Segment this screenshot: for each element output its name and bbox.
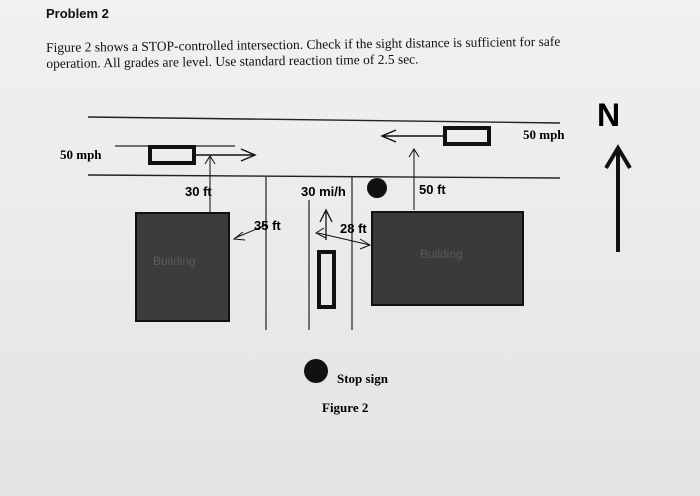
major-road-south-edge [87,174,561,179]
minor-road-vehicle-arrowhead [319,208,333,223]
left-sight-tick [204,155,216,165]
speed-label-east: 50 mph [523,127,565,142]
north-arrowhead-icon [604,144,632,170]
building-left [135,212,230,322]
offset-right-arrowhead-left [314,227,327,239]
right-sight-tick [408,148,420,158]
offset-right-arrowhead [359,238,372,250]
stop-sign-icon [367,178,387,198]
building-right [371,211,524,306]
legend-stop-sign-icon [304,359,328,383]
dist-right-building-label: 50 ft [419,182,446,197]
building-right-label: Building [420,247,463,261]
offset-right-dimension [317,232,371,246]
dist-left-offset-label: 35 ft [254,218,281,233]
dist-right-offset-label: 28 ft [340,221,367,236]
offset-left-arrowhead [232,231,246,241]
eastbound-vehicle [148,145,196,165]
major-road-north-edge [87,116,561,124]
westbound-vehicle [443,126,491,146]
figure-caption: Figure 2 [322,400,368,415]
legend-stop-sign-label: Stop sign [337,371,389,386]
minor-road-vehicle [317,250,336,309]
eastbound-arrowhead [240,148,257,162]
dist-left-building-label: 30 ft [185,184,212,199]
offset-left-dimension [234,224,267,239]
speed-label-west: 50 mph [60,147,102,162]
westbound-arrowhead [380,129,397,143]
building-left-label: Building [153,254,196,268]
problem-title: Problem 2 [46,6,109,21]
dist-minor-speed-label: 30 mi/h [301,184,346,199]
north-label: N [597,97,620,133]
